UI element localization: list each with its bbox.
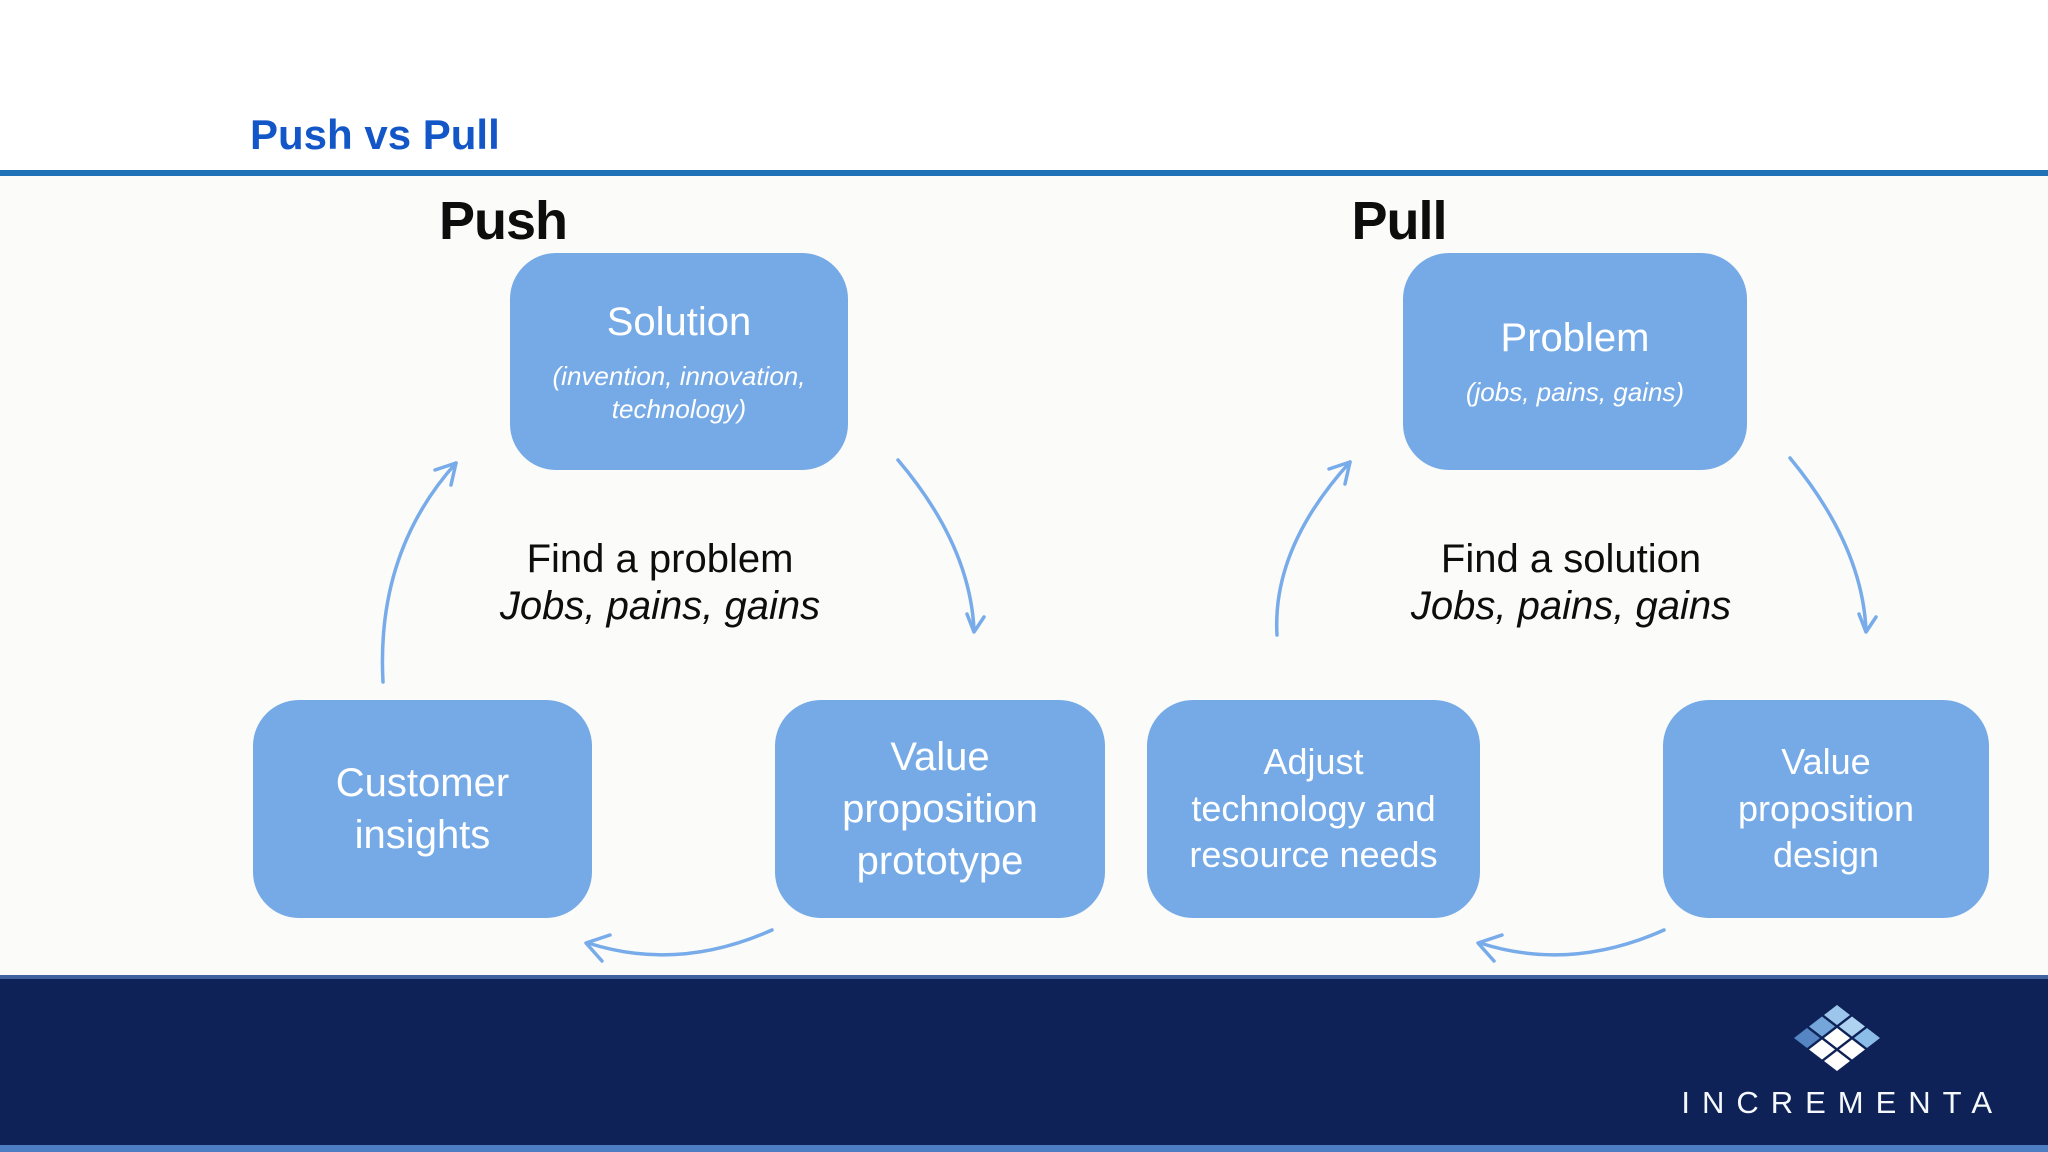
push-bottom-arrow-icon <box>584 928 774 963</box>
page-title: Push vs Pull <box>250 111 500 158</box>
solution-box-title: Solution <box>606 300 752 344</box>
pull-up-arrow-icon <box>1274 460 1352 637</box>
incrementa-logo-icon <box>1793 1005 1880 1071</box>
header-divider-line <box>0 170 2048 176</box>
problem-box: Problem (jobs, pains, gains) <box>1403 253 1747 470</box>
pull-bottom-arrow-icon <box>1476 928 1666 963</box>
solution-box: Solution (invention, innovation, technol… <box>510 253 848 470</box>
push-down-arrow-icon <box>896 458 986 634</box>
push-cycle-heading: Push <box>438 191 568 251</box>
brand-block: INCREMENTA <box>1681 1005 1992 1118</box>
pull-note-line1: Find a solution <box>1440 537 1702 581</box>
problem-box-subtitle: (jobs, pains, gains) <box>1465 377 1685 408</box>
solution-box-subtitle: (invention, innovation, technology) <box>552 361 806 424</box>
pull-cycle-heading: Pull <box>1351 191 1447 251</box>
footer-accent-strip <box>0 1145 2048 1152</box>
problem-box-title: Problem <box>1500 316 1650 361</box>
push-note-line1: Find a problem <box>526 537 794 581</box>
diagram-area: Push Pull Solution (invention, innovatio… <box>0 176 2048 975</box>
value-proposition-design-label: Value proposition design <box>1737 740 1915 876</box>
value-proposition-design-box: Value proposition design <box>1663 700 1989 918</box>
push-note-line2: Jobs, pains, gains <box>499 584 821 628</box>
push-center-note: Find a problem Jobs, pains, gains <box>430 536 890 630</box>
value-proposition-prototype-label: Value proposition prototype <box>842 735 1038 883</box>
customer-insights-box: Customer insights <box>253 700 592 918</box>
brand-name: INCREMENTA <box>1681 1085 2004 1120</box>
adjust-technology-label: Adjust technology and resource needs <box>1189 740 1438 876</box>
adjust-technology-box: Adjust technology and resource needs <box>1147 700 1480 918</box>
customer-insights-label: Customer insights <box>335 761 510 857</box>
value-proposition-prototype-box: Value proposition prototype <box>775 700 1105 918</box>
footer-bar: INCREMENTA <box>0 975 2048 1152</box>
pull-center-note: Find a solution Jobs, pains, gains <box>1341 536 1801 630</box>
pull-note-line2: Jobs, pains, gains <box>1410 584 1732 628</box>
pull-down-arrow-icon <box>1788 456 1878 634</box>
